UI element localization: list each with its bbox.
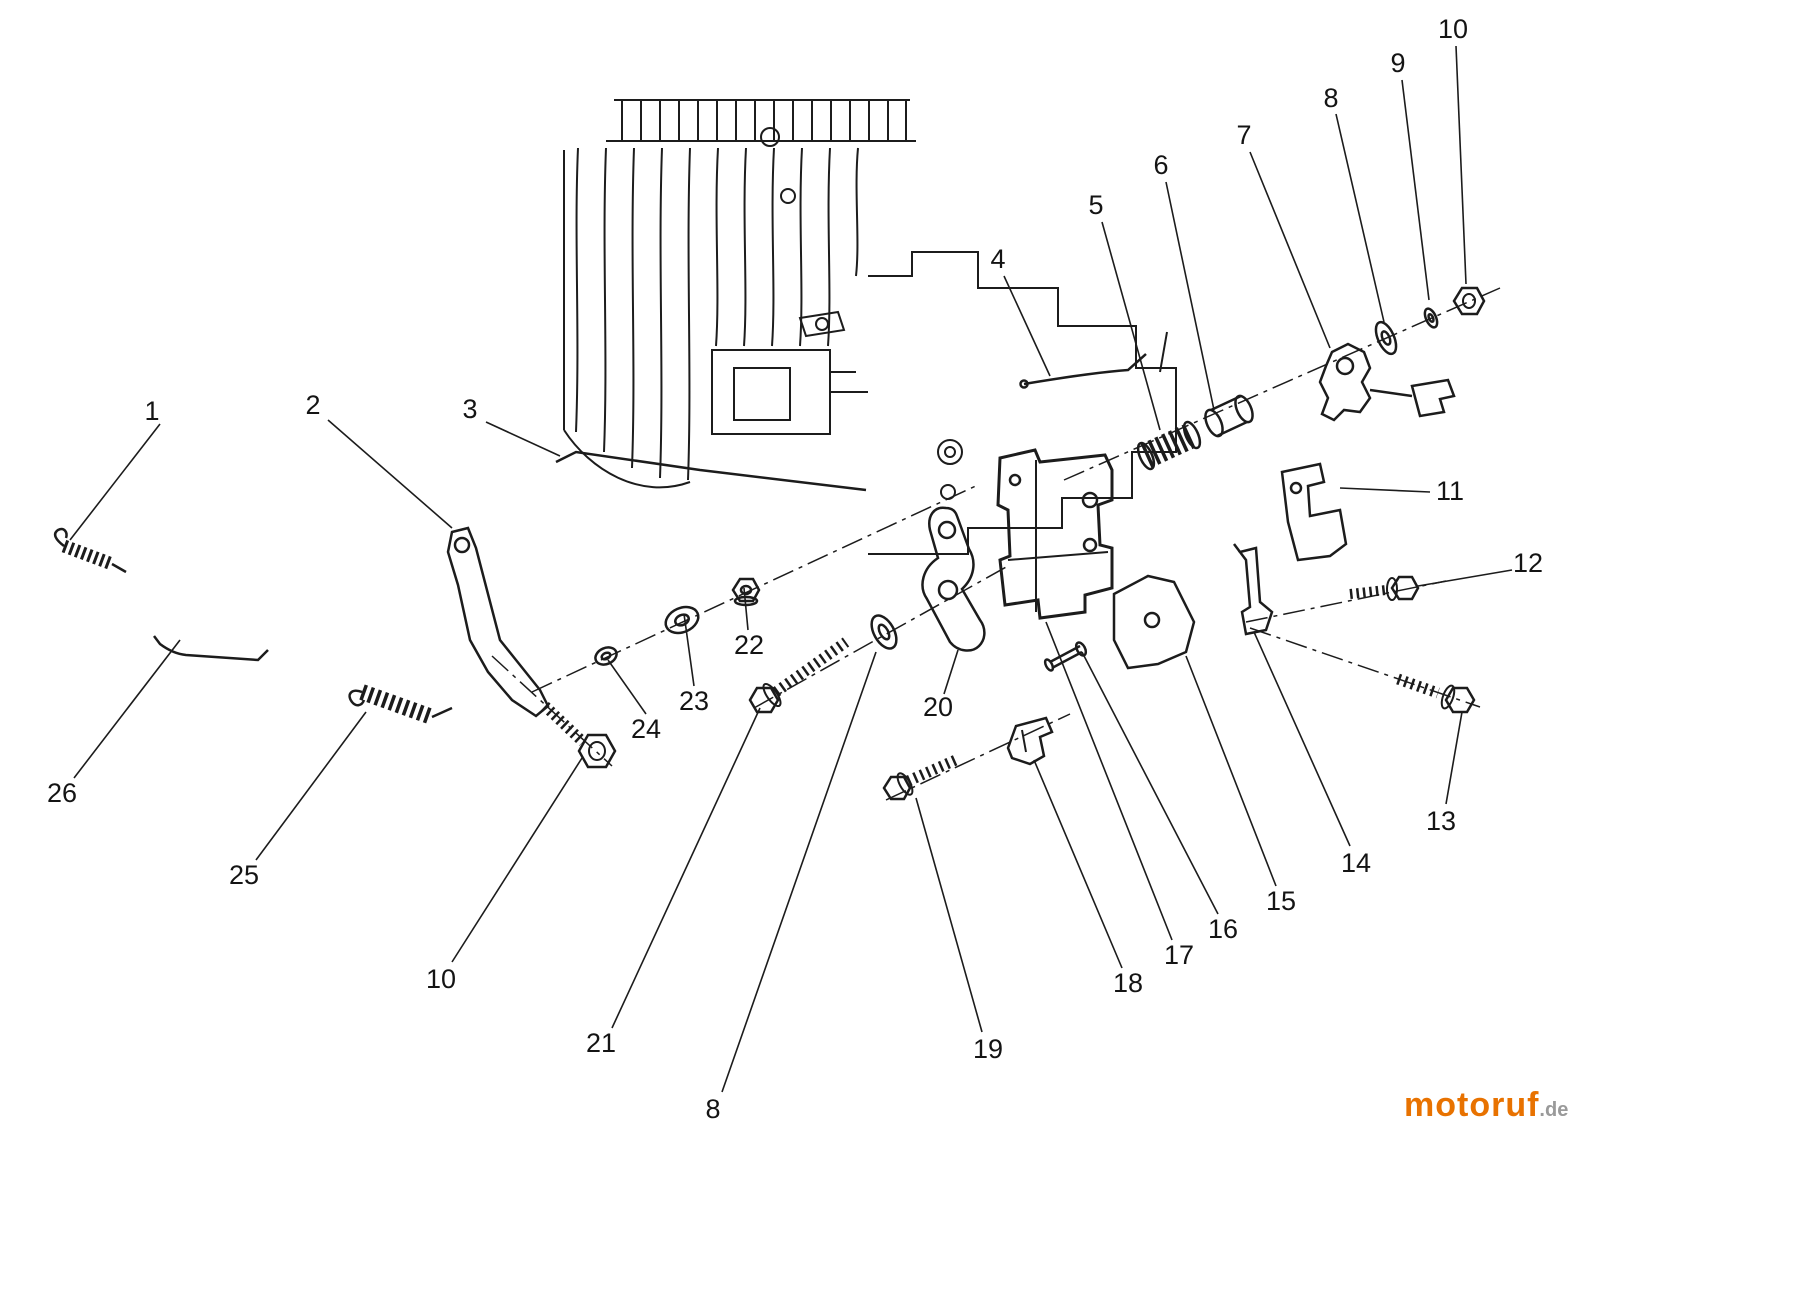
leader-line (1335, 113, 1385, 323)
clevis-pin (1043, 641, 1088, 672)
watermark-domain: .de (1539, 1099, 1569, 1121)
leader-line (327, 419, 453, 529)
anchor-bracket (1280, 462, 1348, 562)
callout-labels: 1 2 3 4 5 6 7 8 9 10 11 12 13 14 15 16 1… (47, 14, 1543, 1124)
part-label-14: 14 (1341, 848, 1371, 878)
locknut (541, 702, 617, 769)
small-washer (1423, 307, 1439, 329)
part-label-15: 15 (1266, 886, 1296, 916)
leader-line (943, 649, 959, 695)
leader-line (485, 421, 561, 457)
leader-line (1253, 631, 1351, 847)
hex-bolt (882, 753, 961, 801)
leader-line (69, 423, 161, 541)
leader-line (1081, 651, 1219, 915)
extension-spring (53, 527, 127, 574)
part-label-17: 17 (1164, 940, 1194, 970)
leader-line (1165, 181, 1215, 411)
watermark: motoruf.de (1404, 1086, 1568, 1125)
leader-line (1417, 569, 1513, 587)
watermark-brand: motoruf (1404, 1086, 1540, 1124)
washer (1374, 320, 1398, 356)
hex-bolt (1349, 575, 1420, 601)
leader-line (611, 707, 761, 1029)
part-label-24: 24 (631, 714, 661, 744)
part-label-3: 3 (462, 394, 477, 424)
part-label-16: 16 (1208, 914, 1238, 944)
speed-control-bracket (996, 448, 1114, 620)
leader-line (607, 659, 647, 715)
leader-line (915, 797, 983, 1033)
leader-line (743, 587, 749, 631)
leader-line (721, 651, 877, 1093)
part-label-19: 19 (973, 1034, 1003, 1064)
part-label-8: 8 (1323, 83, 1338, 113)
part-label-4: 4 (990, 244, 1005, 274)
leader-line (1445, 711, 1463, 805)
washer (870, 614, 898, 650)
part-label-10: 10 (1438, 14, 1468, 44)
centerline-axes (491, 287, 1501, 801)
hex-bolt (1396, 673, 1476, 714)
retainer-clip (1233, 543, 1274, 636)
part-label-18: 18 (1113, 968, 1143, 998)
hex-nut (1452, 286, 1486, 316)
leader-line (1101, 221, 1161, 431)
leader-line (1339, 487, 1431, 493)
part-label-8b: 8 (705, 1094, 720, 1124)
part-label-2: 2 (305, 390, 320, 420)
part-label-21: 21 (586, 1028, 616, 1058)
part-label-9: 9 (1390, 48, 1405, 78)
part-label-6: 6 (1153, 150, 1168, 180)
leader-line (1003, 275, 1051, 377)
stop-bracket (1112, 574, 1196, 670)
part-label-23: 23 (679, 686, 709, 716)
part-label-11: 11 (1436, 476, 1464, 506)
crankcase (868, 251, 1177, 555)
bell-crank-bracket (1318, 342, 1456, 422)
leader-line (1033, 759, 1123, 969)
cable-clamp (1006, 716, 1054, 766)
governor-arm (446, 526, 550, 718)
leader-line (1401, 79, 1430, 301)
throttle-rod (555, 450, 867, 492)
governor-lever (921, 506, 986, 652)
control-rod (153, 635, 269, 662)
leader-line (73, 639, 181, 779)
leader-line (683, 613, 695, 687)
part-label-5: 5 (1088, 190, 1103, 220)
leader-line (1045, 621, 1173, 941)
small-washer (594, 646, 618, 666)
part-label-20: 20 (923, 692, 953, 722)
leader-lines (69, 45, 1513, 1093)
part-label-12: 12 (1513, 548, 1543, 578)
leader-line (1185, 655, 1277, 887)
engine-cylinder (563, 99, 916, 489)
hex-bolt (748, 637, 850, 714)
part-label-10b: 10 (426, 964, 456, 994)
leader-line (255, 711, 367, 861)
part-label-13: 13 (1426, 806, 1456, 836)
part-label-1: 1 (144, 396, 159, 426)
link-rod (1019, 353, 1147, 389)
spacer-bushing (1204, 394, 1254, 438)
part-label-25: 25 (229, 860, 259, 890)
leader-line (1249, 151, 1331, 349)
part-label-26: 26 (47, 778, 77, 808)
part-label-7: 7 (1236, 120, 1251, 150)
leader-line (1455, 45, 1467, 285)
governor-spring (348, 684, 453, 725)
compression-spring (1136, 420, 1202, 471)
leader-line (451, 757, 583, 963)
flat-washer (664, 605, 700, 635)
part-label-22: 22 (734, 630, 764, 660)
